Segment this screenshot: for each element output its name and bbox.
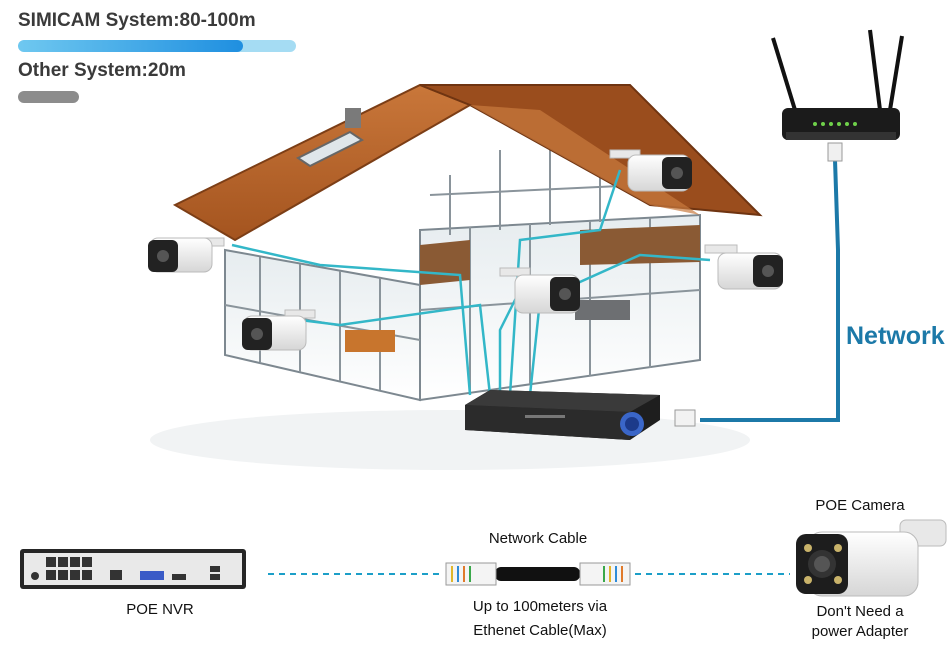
poe-nvr-icon: [20, 549, 246, 589]
house: [150, 85, 760, 470]
network-label: Network: [846, 322, 945, 351]
camera-right-icon: [705, 245, 783, 289]
network-cable-label: Network Cable: [458, 530, 618, 547]
camera-note-line2: power Adapter: [790, 623, 930, 640]
network-cable-icon: [446, 563, 630, 585]
router-icon: [773, 30, 902, 161]
cable-note-line1: Up to 100meters via: [440, 598, 640, 615]
poe-camera-label: POE Camera: [790, 497, 930, 514]
camera-left-lower-icon: [242, 310, 315, 350]
camera-note-line1: Don't Need a: [790, 603, 930, 620]
poe-nvr-label: POE NVR: [100, 601, 220, 618]
cable-note-line2: Ethenet Cable(Max): [440, 622, 640, 639]
camera-left-upper-icon: [148, 238, 224, 272]
poe-camera-icon: [796, 520, 946, 596]
